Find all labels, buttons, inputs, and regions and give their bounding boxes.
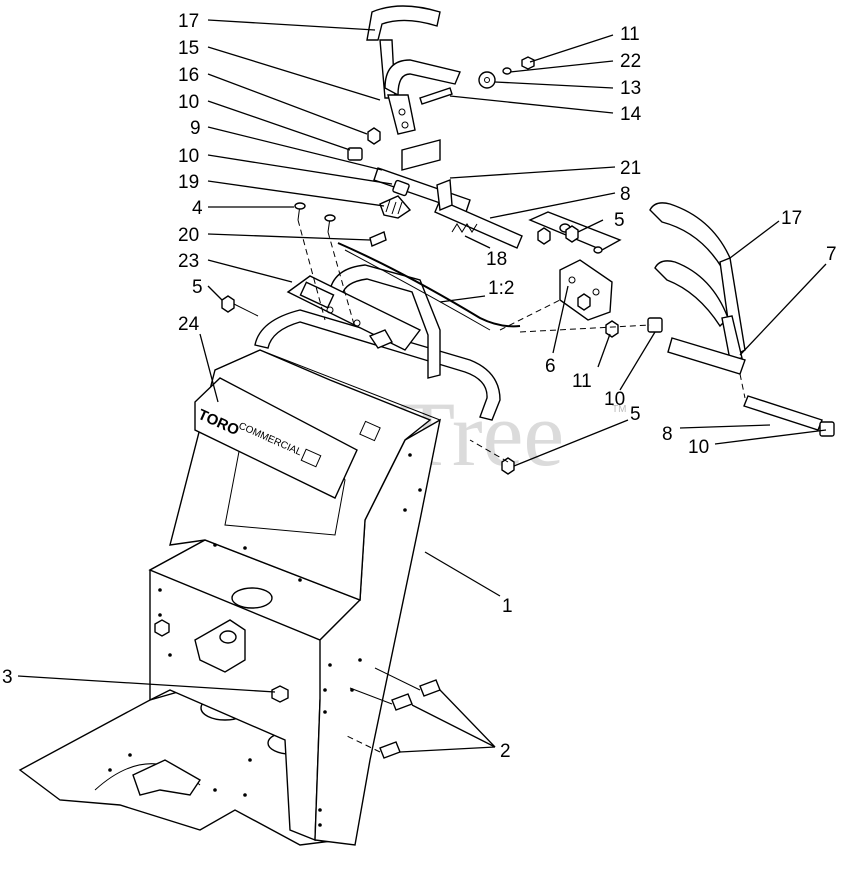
callout-10: 10 [178,92,199,113]
callout-3: 3 [2,667,13,688]
callout-5: 5 [614,210,625,231]
callout-8: 8 [662,424,673,445]
callout-15: 15 [178,38,199,59]
callout-23: 23 [178,251,199,272]
callout-10: 10 [604,389,625,410]
callout-10: 10 [688,437,709,458]
callout-1-2: 1:2 [488,278,514,299]
callout-8: 8 [620,184,631,205]
callout-21: 21 [620,158,641,179]
watermark-tm: TM [612,404,626,415]
callout-10: 10 [178,146,199,167]
callout-18: 18 [486,249,507,270]
callout-14: 14 [620,104,642,125]
callout-1: 1 [502,596,513,617]
callout-19: 19 [178,172,199,193]
control-cables [337,242,521,331]
control-panel [286,275,422,351]
callout-9: 9 [190,118,201,139]
callout-11: 11 [620,24,640,45]
callout-labels: 17 15 16 10 9 10 19 4 20 23 5 24 3 11 22… [2,11,837,762]
callout-22: 22 [620,51,641,72]
callout-20: 20 [178,225,199,246]
leader-lines [17,19,827,753]
console-decal: TORO COMMERCIAL [194,377,381,499]
bolts-5 [221,225,579,475]
callout-2: 2 [500,741,511,762]
callout-5: 5 [630,404,641,425]
callout-4: 4 [192,198,203,219]
callout-6: 6 [545,356,556,377]
callout-5: 5 [192,277,203,298]
bolts-2 [344,667,441,759]
upper-handle-assembly [294,5,535,329]
callout-17: 17 [781,208,802,229]
callout-13: 13 [620,78,641,99]
callout-7: 7 [826,244,837,265]
callout-16: 16 [178,65,199,86]
callout-24: 24 [178,314,200,335]
callout-11: 11 [572,371,592,392]
callout-17: 17 [178,11,199,32]
